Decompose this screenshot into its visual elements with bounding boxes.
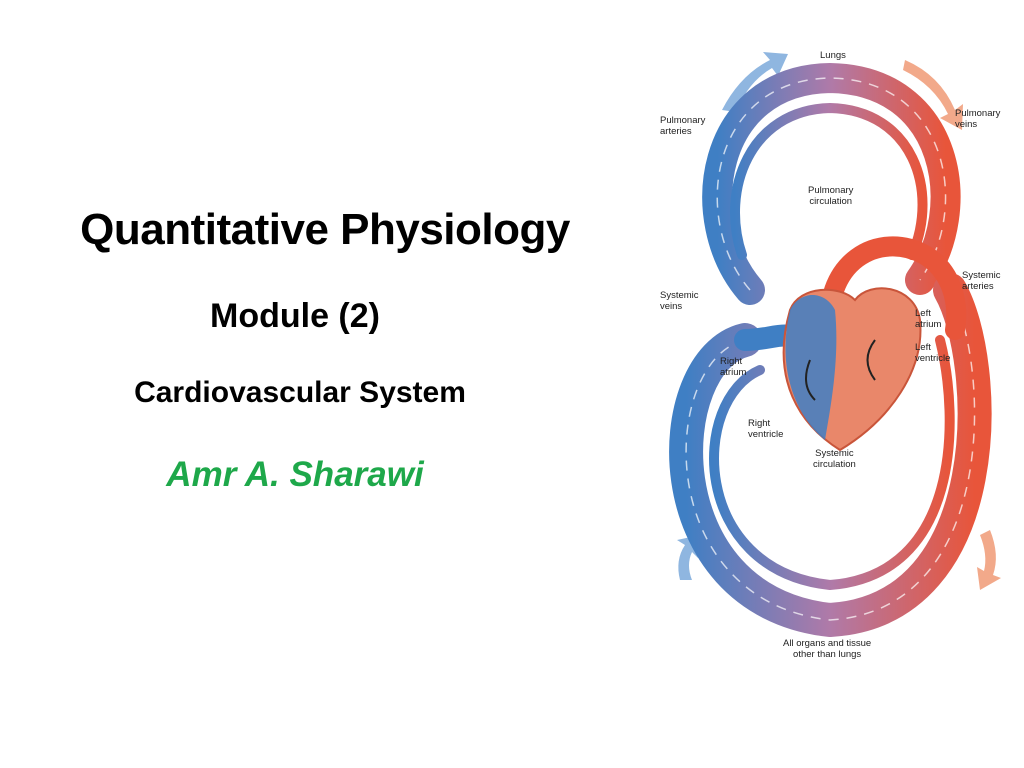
title-block: Quantitative Physiology Module (2) Cardi… (80, 205, 570, 494)
label-pulmonary-circulation: Pulmonary circulation (808, 185, 854, 207)
author-name: Amr A. Sharawi (166, 455, 424, 494)
slide-subtitle: Cardiovascular System (134, 376, 466, 409)
label-right-ventricle: Right ventricle (748, 418, 784, 440)
aorta (818, 236, 967, 350)
label-left-atrium: Left atrium (915, 308, 942, 330)
module-label: Module (2) (210, 297, 380, 335)
label-lungs: Lungs (820, 50, 846, 61)
label-left-ventricle: Left ventricle (915, 342, 951, 364)
label-pulmonary-arteries: Pulmonary arteries (660, 115, 706, 137)
label-pulmonary-veins: Pulmonary veins (955, 108, 1001, 130)
label-right-atrium: Right atrium (720, 356, 747, 378)
label-systemic-circulation: Systemic circulation (813, 448, 856, 470)
slide-title: Quantitative Physiology (80, 205, 570, 254)
label-organs: All organs and tissue other than lungs (783, 638, 872, 660)
label-systemic-arteries: Systemic arteries (962, 270, 1001, 292)
flow-arrow-top-right (903, 60, 963, 130)
flow-arrow-top-left (722, 52, 788, 112)
circulation-illustration (669, 52, 1001, 638)
circulation-diagram: Lungs Pulmonary arteries Pulmonary veins… (650, 40, 1022, 680)
right-heart (785, 295, 837, 440)
label-systemic-veins: Systemic veins (660, 290, 699, 312)
flow-arrow-bottom-right (977, 530, 1001, 590)
